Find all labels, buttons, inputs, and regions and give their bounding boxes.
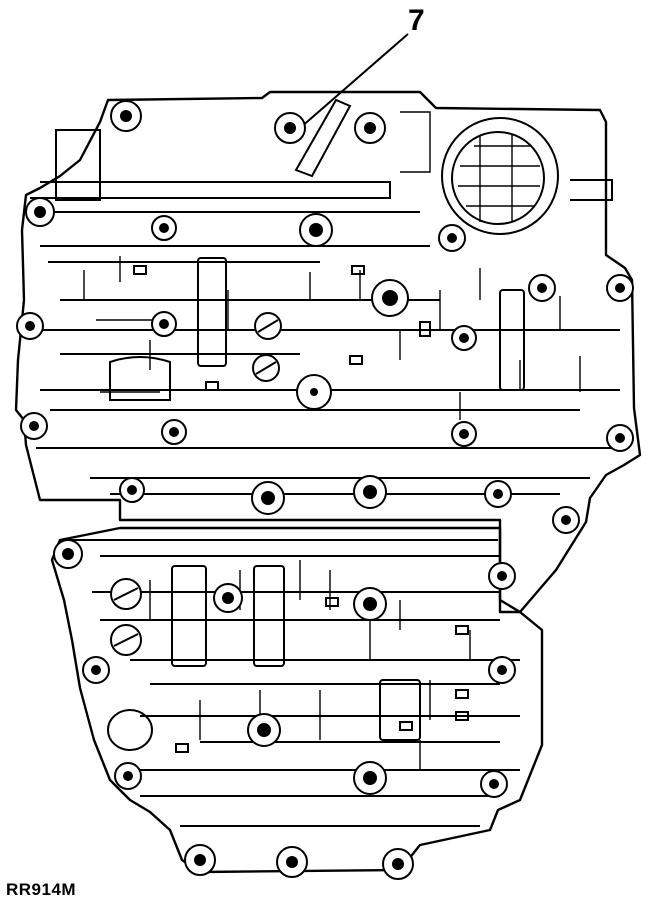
bolt [213,583,243,613]
valve-spool-e [379,679,421,741]
screw-plug [254,312,282,340]
accumulator-bore [451,131,545,225]
bolt [371,279,409,317]
bolt [247,713,281,747]
bolt [25,197,55,227]
lower-channels [62,539,520,827]
bolt [606,424,634,452]
bolt [480,770,508,798]
accumulator-housing [441,117,559,235]
bolt [353,587,387,621]
bolt [53,539,83,569]
bolt [151,311,177,337]
bolt [151,215,177,241]
small-port-i [455,711,469,721]
small-port-a [133,265,147,275]
small-port-g [455,625,469,635]
upper-rail [30,181,391,199]
bolt [451,325,477,351]
small-port-d [349,355,363,365]
bolt [606,274,634,302]
bolt [110,100,142,132]
bolt [296,374,332,410]
accumulator-ribs [458,134,540,222]
upper-body-outline [14,90,642,614]
small-port-e [205,381,219,391]
screw-plug [110,578,142,610]
bolt [184,844,216,876]
valve-spool-b [499,289,525,391]
bolt [451,421,477,447]
upper-channel [400,111,431,173]
callout-number: 7 [408,4,425,37]
bolt [114,762,142,790]
bolt [119,477,145,503]
bolt [299,213,333,247]
top-chamber [55,129,101,201]
bolt [161,419,187,445]
small-port-k [399,721,413,731]
small-port-f [325,597,339,607]
upper-channels [36,211,620,495]
bolt [82,656,110,684]
valve-spool-d [253,565,285,667]
bolt [16,312,44,340]
valve-spool-c [171,565,207,667]
small-port-c [419,321,431,337]
small-port-h [455,689,469,699]
bolt [20,412,48,440]
callout-leader-line [299,33,409,129]
bolt [552,506,580,534]
bolt [353,475,387,509]
bolt [354,112,386,144]
figure-code: RR914M [6,880,77,899]
lower-plug [107,709,153,751]
small-port-j [175,743,189,753]
bolt [438,224,466,252]
side-lugs [570,179,613,201]
cylinder-a [109,356,171,401]
bolt [251,481,285,515]
bolt [484,480,512,508]
valve-spool-a [197,257,227,367]
bolt [353,761,387,795]
screw-plug [110,624,142,656]
bolt [382,848,414,880]
bolt [528,274,556,302]
bolt [274,112,306,144]
small-port-b [351,265,365,275]
actuator-bar [294,98,352,178]
screw-plug [252,354,280,382]
bolt [276,846,308,878]
upper-valve-marks [83,256,581,420]
bolt [488,562,516,590]
bolt [488,656,516,684]
